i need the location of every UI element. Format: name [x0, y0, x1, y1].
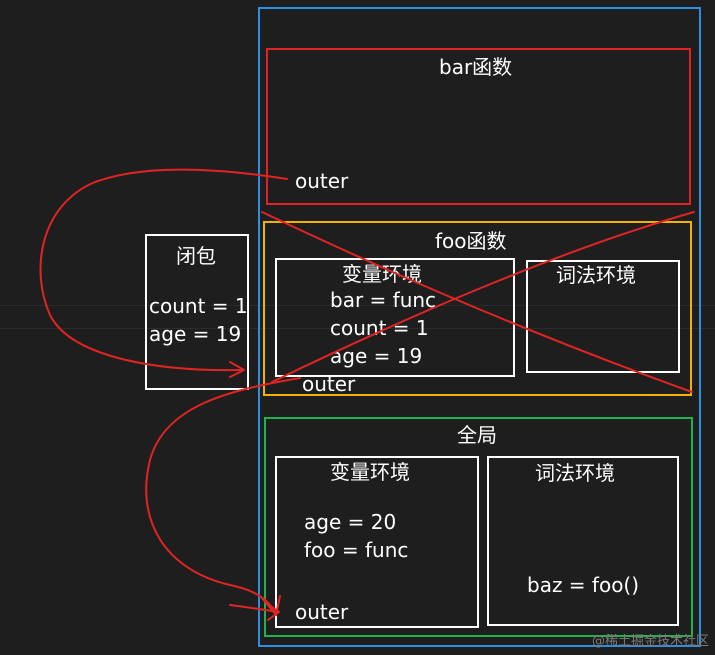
watermark-text: @稀土掘金技术社区 [591, 634, 709, 649]
global-outer-label: outer [295, 600, 349, 624]
bar-context [266, 48, 691, 205]
global-var-line-age: age = 20 [304, 510, 397, 534]
foo-var-line-count: count = 1 [330, 316, 429, 340]
global-lex-line-baz: baz = foo() [527, 573, 640, 597]
closure-line-count: count = 1 [149, 294, 248, 318]
bar-outer-label: outer [295, 169, 349, 193]
foo-context-title: foo函数 [435, 229, 507, 253]
closure-title: 闭包 [176, 244, 216, 268]
foo-outer-label: outer [302, 372, 356, 396]
bar-context-title: bar函数 [439, 55, 513, 79]
foo-lexical-environment-title: 词法环境 [556, 263, 636, 287]
foo-var-line-bar: bar = func [330, 288, 437, 312]
global-variable-environment-title: 变量环境 [330, 460, 410, 484]
global-context-title: 全局 [457, 423, 497, 447]
global-lexical-environment [487, 456, 679, 626]
closure-line-age: age = 19 [149, 322, 242, 346]
foo-var-line-age: age = 19 [330, 344, 423, 368]
global-lexical-environment-title: 词法环境 [535, 461, 615, 485]
foo-variable-environment-title: 变量环境 [342, 262, 422, 286]
global-var-line-foo: foo = func [304, 538, 409, 562]
